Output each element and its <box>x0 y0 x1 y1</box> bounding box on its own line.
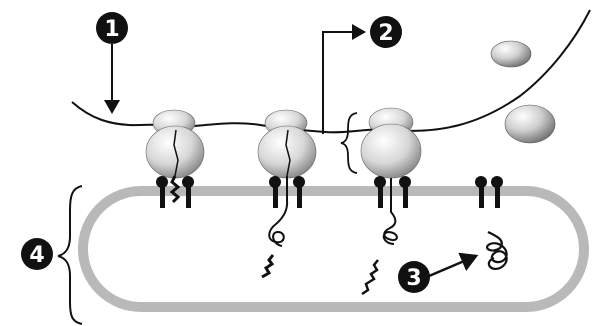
callout-label-3: 3 <box>406 266 421 291</box>
translocon-icon <box>374 176 411 208</box>
arrow-icon <box>428 252 479 278</box>
protein-chain-icon <box>169 175 181 204</box>
protein-chain-icon <box>382 178 398 245</box>
translocon-icon <box>269 176 305 208</box>
mrna-strand <box>71 9 591 134</box>
protein-chain-icon <box>485 231 508 270</box>
translocon-icon <box>156 176 194 208</box>
brace-icon <box>340 112 358 174</box>
callout-badge-2: 2 <box>370 16 402 48</box>
vesicle-icon <box>504 104 556 144</box>
callout-label-4: 4 <box>29 243 44 268</box>
protein-chain-icon <box>268 176 289 247</box>
callout-badge-3: 3 <box>398 261 430 293</box>
ribosome-icon <box>145 109 205 179</box>
callout-badge-1: 1 <box>96 12 128 44</box>
ribosome-icon <box>257 109 317 179</box>
callout-label-2: 2 <box>378 21 393 46</box>
callout-badge-4: 4 <box>21 238 53 270</box>
protein-chain-icon <box>261 254 275 279</box>
er-membrane <box>78 186 589 312</box>
protein-chain-icon <box>361 259 379 296</box>
vesicle-icon <box>490 40 532 68</box>
callout-label-1: 1 <box>104 17 119 42</box>
brace-icon <box>57 185 83 325</box>
translocon-icon <box>475 176 503 208</box>
ribosome-icon <box>360 107 422 179</box>
arrow-icon <box>322 24 366 134</box>
